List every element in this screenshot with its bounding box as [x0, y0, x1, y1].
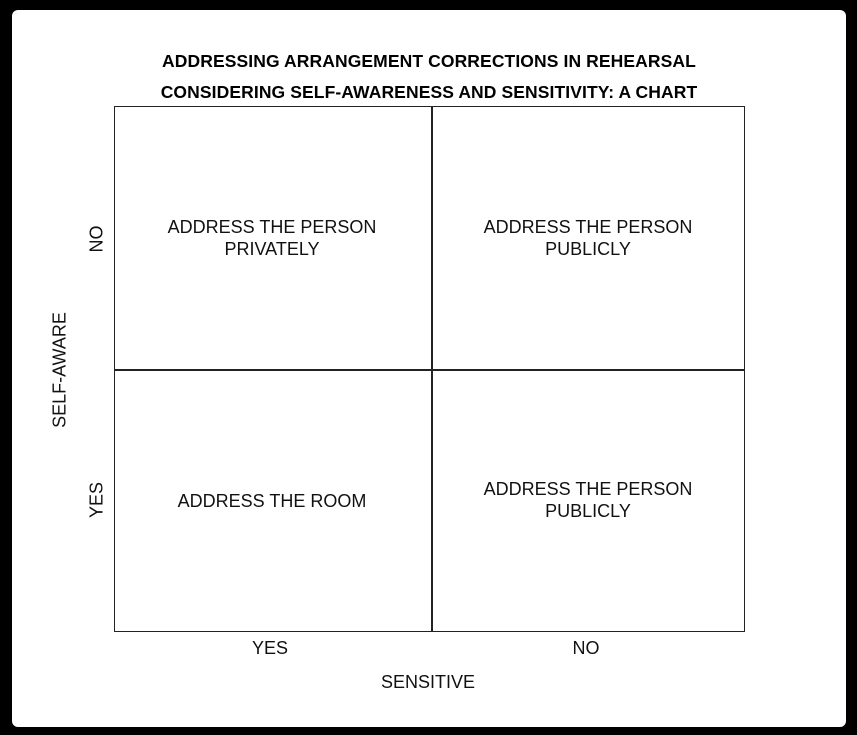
x-axis-title: SENSITIVE — [380, 672, 476, 692]
quadrant-top-right-line-1: ADDRESS THE PERSON — [483, 217, 693, 237]
chart-frame: ADDRESSING ARRANGEMENT CORRECTIONS IN RE… — [12, 10, 846, 727]
quadrant-grid: ADDRESS THE PERSON PRIVATELY ADDRESS THE… — [114, 106, 745, 632]
y-axis-title: SELF-AWARE — [49, 312, 70, 428]
y-tick-no: NO — [86, 225, 107, 253]
quadrant-top-left: ADDRESS THE PERSON PRIVATELY — [122, 216, 422, 260]
quadrant-top-right-line-2: PUBLICLY — [545, 239, 631, 259]
chart-title-line-1: ADDRESSING ARRANGEMENT CORRECTIONS IN RE… — [162, 51, 696, 71]
y-tick-yes: YES — [86, 481, 107, 519]
quadrant-bottom-right-line-2: PUBLICLY — [545, 501, 631, 521]
x-tick-no: NO — [572, 638, 600, 658]
quadrant-bottom-left: ADDRESS THE ROOM — [122, 490, 422, 512]
chart-title-line-2: CONSIDERING SELF-AWARENESS AND SENSITIVI… — [160, 82, 698, 102]
quadrant-bottom-right-line-1: ADDRESS THE PERSON — [483, 479, 693, 499]
quadrant-bottom-left-line-1: ADDRESS THE ROOM — [177, 491, 367, 511]
quadrant-top-left-line-1: ADDRESS THE PERSON — [167, 217, 377, 237]
quadrant-top-right: ADDRESS THE PERSON PUBLICLY — [438, 216, 738, 260]
x-tick-yes: YES — [251, 638, 289, 658]
quadrant-bottom-right: ADDRESS THE PERSON PUBLICLY — [438, 478, 738, 522]
quadrant-top-left-line-2: PRIVATELY — [224, 239, 320, 259]
horizontal-divider — [115, 369, 744, 371]
